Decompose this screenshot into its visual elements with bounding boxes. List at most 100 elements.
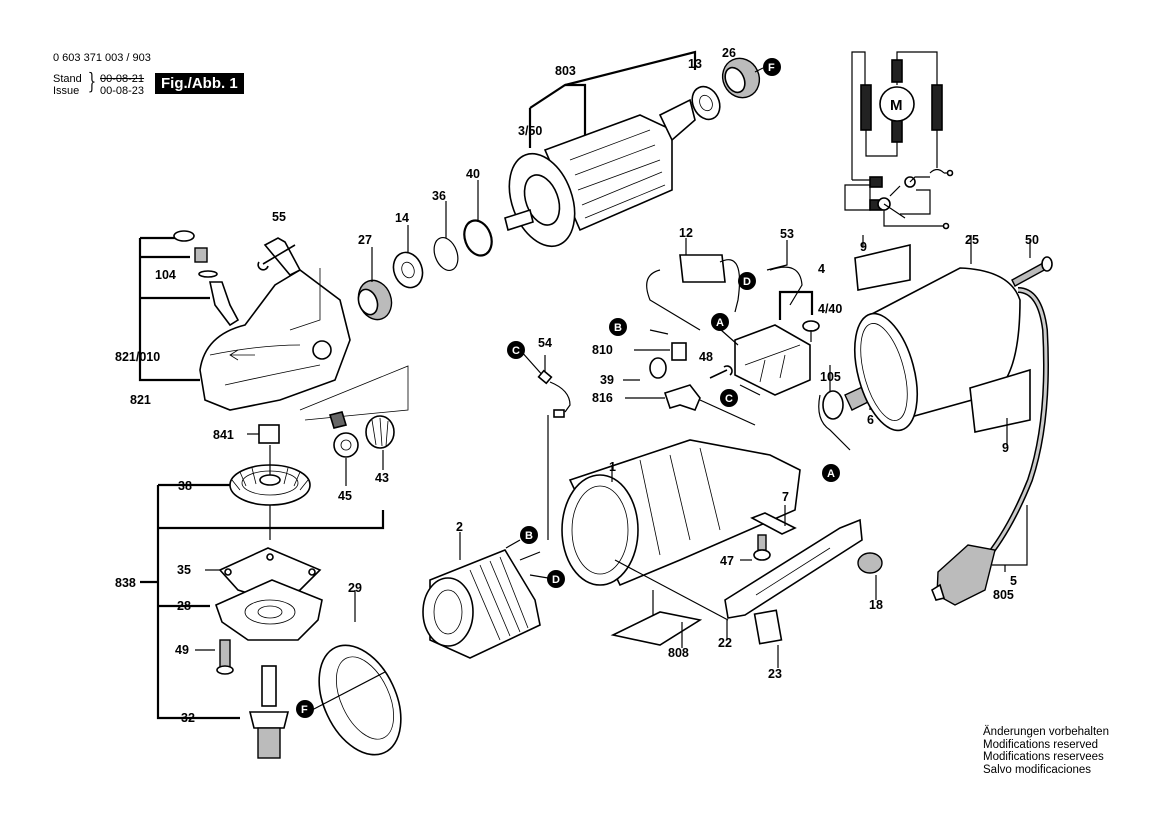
marker-B-brush: B [609, 318, 627, 336]
date-old: 00-08-21 [100, 73, 145, 85]
issue-label: Issue [53, 85, 80, 97]
marker-A-cable: A [822, 464, 840, 482]
switch-slide-parts [724, 505, 883, 668]
figure-label: Fig./Abb. 1 [155, 73, 244, 94]
label-808: 808 [668, 646, 689, 660]
label-5: 5 [1010, 574, 1017, 588]
label-36: 36 [432, 189, 446, 203]
marker-D-stator: D [547, 570, 565, 588]
marker-C-cable: C [507, 341, 525, 359]
label-25: 25 [965, 233, 979, 247]
label-810: 810 [592, 343, 613, 357]
label-6: 6 [867, 413, 874, 427]
label-43: 43 [375, 471, 389, 485]
label-808 [610, 590, 703, 648]
svg-text:B: B [525, 530, 533, 542]
svg-text:B: B [614, 322, 622, 334]
label-45: 45 [338, 489, 352, 503]
label-838: 838 [115, 576, 136, 590]
label-27: 27 [358, 233, 372, 247]
label-816: 816 [592, 391, 613, 405]
label-55: 55 [272, 210, 286, 224]
bevel-gear [229, 445, 311, 540]
label-54: 54 [538, 336, 552, 350]
label-821-010: 821/010 [115, 350, 160, 364]
date-new: 00-08-23 [100, 85, 145, 97]
svg-text:F: F [301, 704, 308, 716]
part-labels: 803 13 26 3/50 40 36 14 27 55 104 821/01… [115, 46, 1039, 725]
label-14: 14 [395, 211, 409, 225]
marker-C-switch: C [720, 389, 738, 407]
marker-F-top: F [763, 58, 781, 76]
bearing-rings [357, 180, 493, 321]
svg-text:F: F [768, 62, 775, 74]
label-39: 39 [600, 373, 614, 387]
label-38: 38 [178, 479, 192, 493]
label-805: 805 [993, 588, 1014, 602]
label-28: 28 [177, 599, 191, 613]
label-48: 48 [699, 350, 713, 364]
modification-notes: Änderungen vorbehalten Modifications res… [983, 726, 1109, 776]
note-de: Änderungen vorbehalten [983, 726, 1109, 738]
fan-baffle [311, 590, 402, 756]
marker-B-stator: B [520, 526, 538, 544]
armature-group [504, 50, 761, 248]
cable-54 [519, 349, 571, 418]
note-es: Salvo modificaciones [983, 763, 1092, 776]
label-18: 18 [869, 598, 883, 612]
label-105: 105 [820, 370, 841, 384]
label-53: 53 [780, 227, 794, 241]
svg-text:A: A [827, 468, 835, 480]
switch-assembly [623, 238, 820, 426]
label-803: 803 [555, 64, 576, 78]
label-821: 821 [130, 393, 151, 407]
gear-assembly-bracket [140, 483, 385, 720]
reference-markers: F F A A B B C C D D [296, 58, 840, 718]
power-cord [931, 287, 1049, 606]
bearing-flange [195, 547, 323, 759]
gear-head-housing [138, 230, 351, 411]
label-3-50: 3/50 [518, 124, 542, 138]
motor-cover [854, 235, 1053, 446]
label-40: 40 [466, 167, 480, 181]
label-35: 35 [177, 563, 191, 577]
label-841: 841 [213, 428, 234, 442]
label-9-bottom: 9 [1002, 441, 1009, 455]
wiring-diagram: M [844, 51, 954, 230]
label-49: 49 [175, 643, 189, 657]
label-23: 23 [768, 667, 782, 681]
stand-label: Stand [53, 73, 82, 85]
label-4-40: 4/40 [818, 302, 842, 316]
brace-icon: } [87, 70, 97, 95]
part-number: 0 603 371 003 / 903 [53, 52, 151, 64]
label-7: 7 [782, 490, 789, 504]
label-29: 29 [348, 581, 362, 595]
svg-text:A: A [716, 317, 724, 329]
label-47: 47 [720, 554, 734, 568]
stand-issue-labels: Stand Issue } [53, 72, 96, 98]
label-2: 2 [456, 520, 463, 534]
label-104: 104 [155, 268, 176, 282]
label-12: 12 [679, 226, 693, 240]
label-9-top: 9 [860, 240, 867, 254]
marker-A-switch: A [711, 313, 729, 331]
label-4: 4 [818, 262, 825, 276]
label-1: 1 [609, 460, 616, 474]
label-13: 13 [688, 57, 702, 71]
marker-F-bottom: F [296, 700, 314, 718]
motor-symbol: M [890, 97, 903, 114]
spindle-small-parts [247, 365, 409, 486]
stator [422, 415, 549, 659]
label-32: 32 [181, 711, 195, 725]
motor-housing [561, 439, 801, 621]
label-50: 50 [1025, 233, 1039, 247]
svg-text:D: D [743, 276, 751, 288]
label-22: 22 [718, 636, 732, 650]
issue-dates: 00-08-21 00-08-23 [100, 73, 144, 97]
svg-text:C: C [725, 393, 733, 405]
svg-text:C: C [512, 345, 520, 357]
label-26: 26 [722, 46, 736, 60]
svg-text:D: D [552, 574, 560, 586]
note-en: Modifications reserved [983, 738, 1099, 751]
